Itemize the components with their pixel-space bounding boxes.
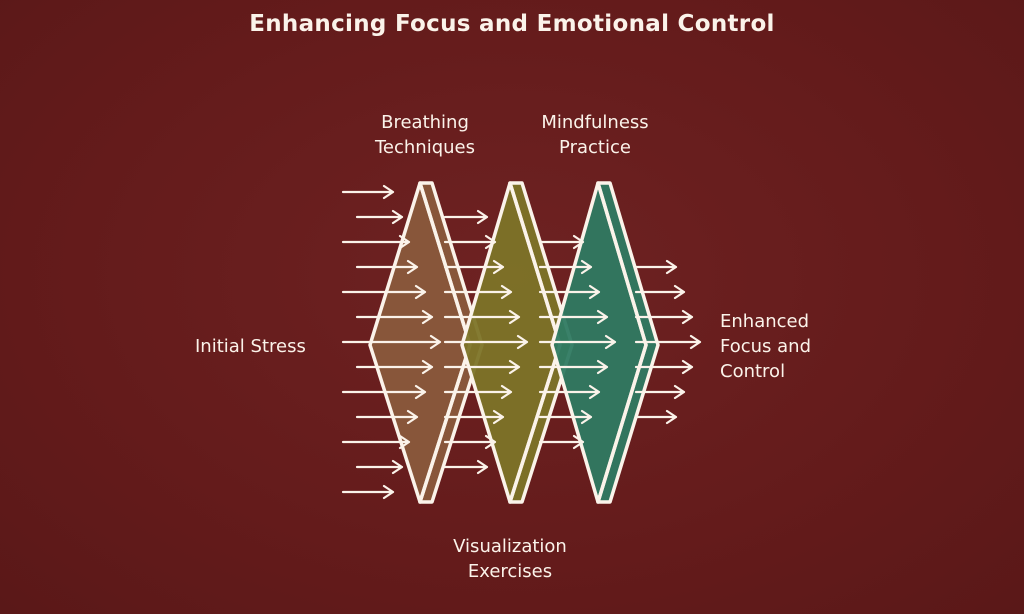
arrow-icon	[443, 259, 505, 275]
arrow-icon	[538, 359, 609, 375]
arrow-icon	[634, 309, 694, 325]
arrow-icon	[443, 334, 529, 350]
arrow-icon	[443, 284, 513, 300]
arrow-icon	[443, 459, 489, 475]
label-initial-stress: Initial Stress	[195, 336, 306, 357]
label-breathing-techniques: Breathing Techniques	[350, 110, 500, 160]
arrow-icon	[355, 259, 419, 275]
arrow-icon	[341, 234, 411, 250]
arrow-icon	[538, 384, 601, 400]
arrow-icon	[538, 234, 585, 250]
label-line: Exercises	[467, 561, 553, 582]
arrow-icon	[538, 284, 601, 300]
label-line: Techniques	[374, 137, 475, 158]
label-line: Practice	[559, 137, 631, 158]
arrow-icon	[341, 284, 427, 300]
arrow-icon	[355, 459, 404, 475]
label-line: Focus and	[720, 336, 811, 357]
arrow-icon	[341, 484, 395, 500]
arrow-icon	[341, 384, 427, 400]
label-enhanced-focus: Enhanced Focus and Control	[720, 309, 811, 384]
label-line: Enhanced	[720, 311, 810, 332]
arrow-icon	[634, 259, 678, 275]
arrow-icon	[443, 384, 513, 400]
arrow-icon	[538, 334, 617, 350]
arrow-icon	[443, 359, 521, 375]
arrow-icon	[634, 359, 694, 375]
label-mindfulness-practice: Mindfulness Practice	[520, 110, 670, 160]
arrow-icon	[355, 209, 404, 225]
arrow-icon	[443, 434, 497, 450]
label-line: Breathing	[381, 112, 469, 133]
arrow-icon	[341, 434, 411, 450]
label-line: Control	[720, 361, 786, 382]
label-line: Mindfulness	[541, 112, 649, 133]
arrow-icon	[634, 284, 686, 300]
arrow-icon	[538, 409, 593, 425]
arrow-icon	[355, 309, 434, 325]
arrow-icon	[341, 184, 395, 200]
label-line: Visualization	[453, 536, 567, 557]
label-visualization-exercises: Visualization Exercises	[430, 534, 590, 584]
arrow-icon	[443, 409, 505, 425]
arrow-icon	[443, 309, 521, 325]
arrow-icon	[355, 359, 434, 375]
arrow-icon	[634, 409, 678, 425]
arrow-icon	[443, 234, 497, 250]
arrow-icon	[341, 334, 442, 350]
arrow-icon	[538, 259, 593, 275]
arrow-icon	[443, 209, 489, 225]
arrow-icon	[355, 409, 419, 425]
diagram-title: Enhancing Focus and Emotional Control	[249, 11, 775, 37]
arrow-icon	[538, 434, 585, 450]
arrow-icon	[538, 309, 609, 325]
arrow-icon	[634, 334, 702, 350]
arrow-icon	[634, 384, 686, 400]
